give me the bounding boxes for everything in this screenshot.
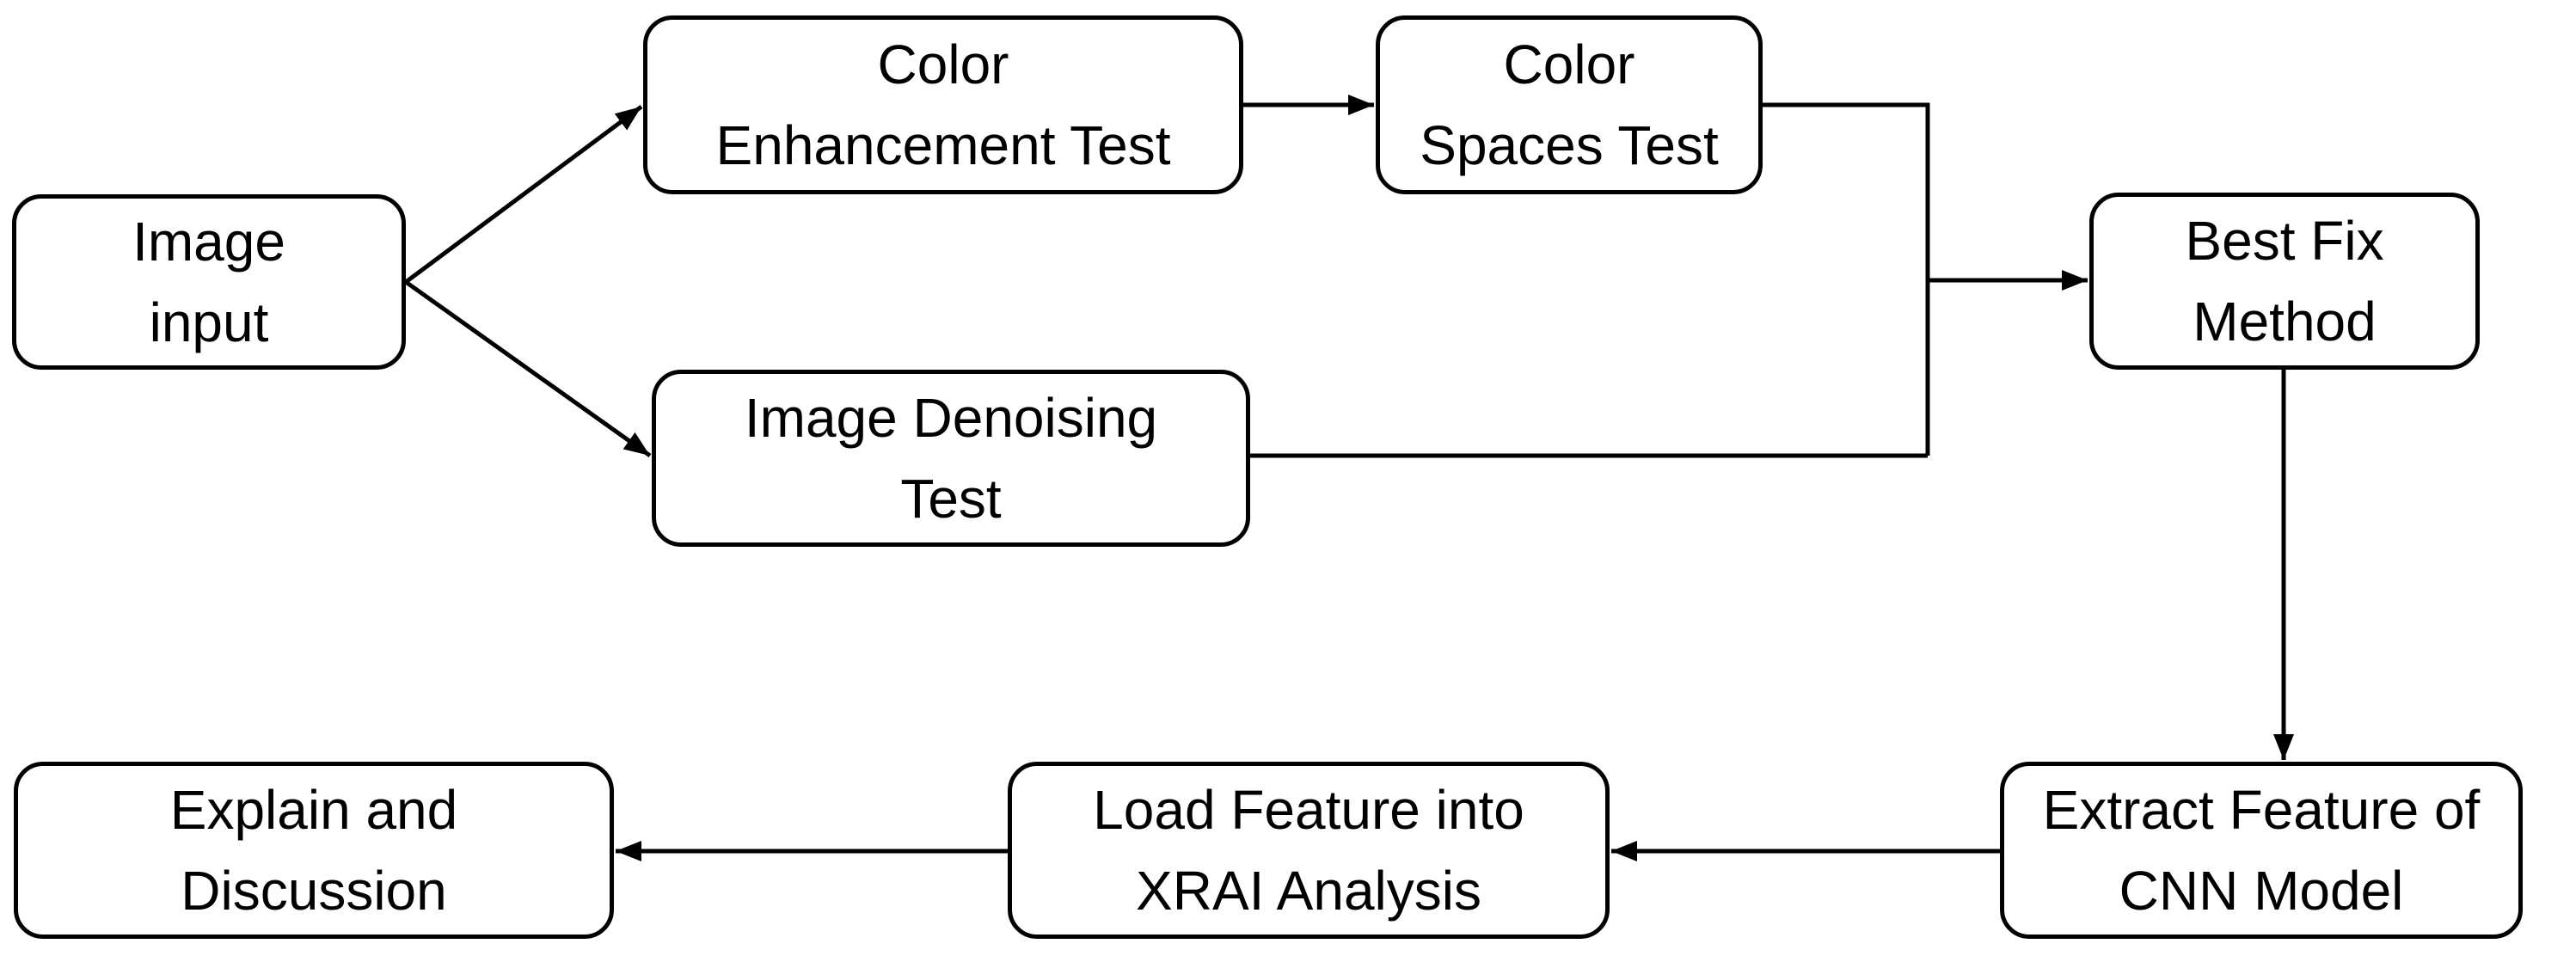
load-feature-label: Load Feature into XRAI Analysis [1093, 779, 1524, 922]
image-denoising-test-node: Image Denoising Test [652, 370, 1250, 547]
image-input-node: Image input [12, 194, 406, 370]
explain-discussion-label: Explain and Discussion [169, 779, 458, 922]
color-enhancement-test-label: Color Enhancement Test [715, 34, 1171, 176]
arrow-input-to-denoising [404, 279, 652, 458]
extract-feature-node: Extract Feature of CNN Model [2000, 762, 2523, 939]
color-spaces-test-label: Color Spaces Test [1420, 34, 1719, 176]
extract-feature-label: Extract Feature of CNN Model [2042, 779, 2481, 922]
image-denoising-test-label: Image Denoising Test [744, 387, 1158, 530]
color-enhancement-test-node: Color Enhancement Test [643, 15, 1243, 194]
color-spaces-test-node: Color Spaces Test [1376, 15, 1763, 194]
explain-discussion-node: Explain and Discussion [14, 762, 614, 939]
load-feature-node: Load Feature into XRAI Analysis [1008, 762, 1610, 939]
image-input-label: Image input [132, 211, 285, 353]
best-fix-method-node: Best Fix Method [2089, 193, 2480, 370]
connector-color-spaces-to-junction [1763, 102, 1930, 456]
arrow-input-to-color-enhancement [404, 104, 643, 285]
best-fix-method-label: Best Fix Method [2185, 210, 2384, 352]
